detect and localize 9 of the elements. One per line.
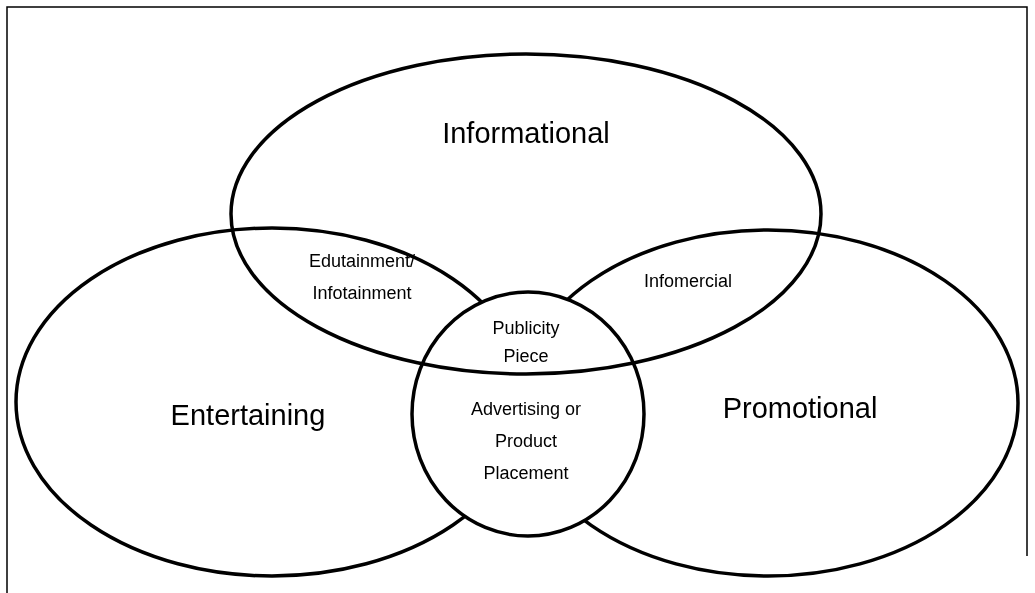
venn-circle (410, 290, 646, 538)
overlap-label: Advertising or Product Placement (469, 398, 583, 485)
overlap-label: Publicity Piece (491, 317, 561, 368)
set-label: Entertaining (170, 398, 326, 432)
venn-circle (229, 52, 823, 376)
set-label: Promotional (722, 391, 878, 425)
overlap-label: Edutainment/ Infotainment (307, 250, 417, 305)
set-label: Informational (442, 116, 610, 150)
overlap-label: Infomercial (643, 270, 733, 293)
